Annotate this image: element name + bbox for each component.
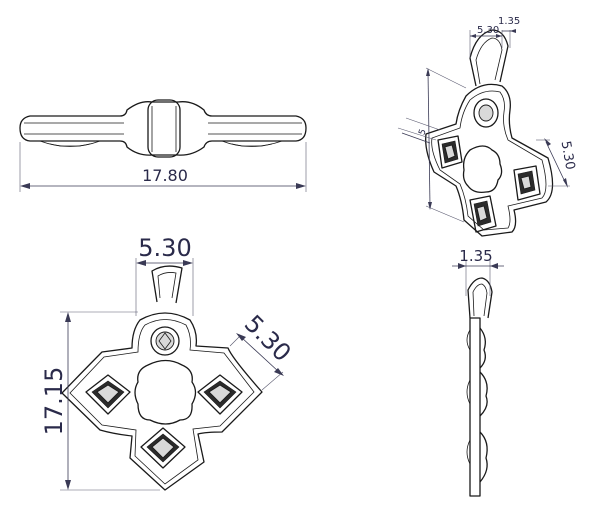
dim-front-bail-width: 5.30 [138, 234, 191, 262]
iso-view-outline [425, 83, 554, 237]
dim-arrow [426, 68, 430, 76]
front-view-bail-inner [157, 272, 177, 299]
dim-iso-arm-width: 5.30 [558, 140, 578, 171]
iso-view-cutout [462, 145, 503, 194]
front-view-round-setting [150, 326, 180, 356]
front-view-bail [151, 265, 183, 304]
front-view-square-stone-left [85, 374, 131, 415]
side-view-setting [479, 327, 486, 369]
side-view-body [469, 317, 481, 497]
dim-arrow [458, 263, 466, 269]
front-view: 5.30 17.15 5.30 [40, 234, 297, 491]
iso-view-round-setting [473, 98, 499, 128]
dim-extension [229, 335, 241, 347]
top-view-setting [49, 143, 91, 147]
side-view-setting-back [466, 329, 471, 351]
front-view-outline [61, 312, 263, 491]
front-view-cutout [134, 359, 197, 425]
dim-arrow [65, 312, 71, 322]
iso-view-square-stone-right [513, 165, 541, 201]
dim-extension [397, 127, 437, 141]
side-view-setting-back [466, 379, 471, 405]
iso-view-square-stone-bottom [469, 195, 497, 233]
dim-line [427, 71, 431, 207]
dim-extension [425, 205, 465, 223]
dim-iso-bail-width: 5.30 [477, 25, 499, 36]
dim-arrow [296, 183, 306, 189]
top-view-outline [19, 101, 307, 156]
front-view-square-stone-right [197, 374, 243, 415]
side-view-bail [467, 277, 493, 319]
dim-arrow [470, 34, 476, 38]
dim-extension [405, 117, 441, 131]
front-view-stone-facet [158, 332, 172, 350]
dim-extension [425, 67, 467, 89]
dim-arrow [496, 34, 502, 38]
dim-arrow [236, 333, 246, 341]
isometric-view: 5.30 1.35 5 5.30 [397, 16, 578, 237]
top-view-bail [147, 99, 181, 158]
dim-arrow [490, 263, 498, 269]
top-view-setting [231, 143, 273, 147]
front-view-outline-inner [69, 319, 255, 485]
dim-arrow [20, 183, 30, 189]
top-view-setting [221, 140, 283, 147]
iso-view-bail-inner [475, 37, 503, 85]
dim-arrow [136, 260, 146, 266]
dim-front-arm-width: 5.30 [239, 310, 297, 368]
dim-iso-bail-thickness: 1.35 [498, 16, 520, 27]
side-view-setting-back [466, 439, 471, 465]
dim-iso-left: 5 [417, 128, 428, 137]
side-view-bail-inner [472, 283, 488, 317]
front-view-square-stone-bottom [140, 427, 186, 469]
dim-arrow [563, 178, 568, 188]
side-view-setting [479, 371, 488, 417]
side-view-setting [479, 431, 488, 483]
iso-view-round-stone [478, 104, 494, 122]
dim-front-height: 17.15 [40, 367, 68, 436]
dim-arrow [544, 138, 551, 146]
iso-view-bail [469, 29, 509, 87]
dim-arrow [274, 368, 284, 376]
dim-line [545, 141, 567, 185]
top-view: 17.80 [19, 99, 307, 192]
front-view-round-stone [155, 331, 175, 351]
dim-top-width: 17.80 [142, 166, 188, 185]
dim-line [401, 132, 431, 144]
top-view-setting [39, 140, 101, 147]
dim-arrow [65, 480, 71, 490]
iso-view-square-stone-left [437, 135, 463, 169]
iso-view-outline-inner [431, 90, 547, 231]
dim-arrow [183, 260, 193, 266]
side-view: 1.35 [452, 247, 504, 497]
dim-line [240, 336, 280, 373]
dim-arrow [428, 202, 432, 210]
dim-extension [261, 371, 284, 391]
dim-side-thickness: 1.35 [459, 247, 492, 265]
dim-arrow [510, 29, 516, 33]
